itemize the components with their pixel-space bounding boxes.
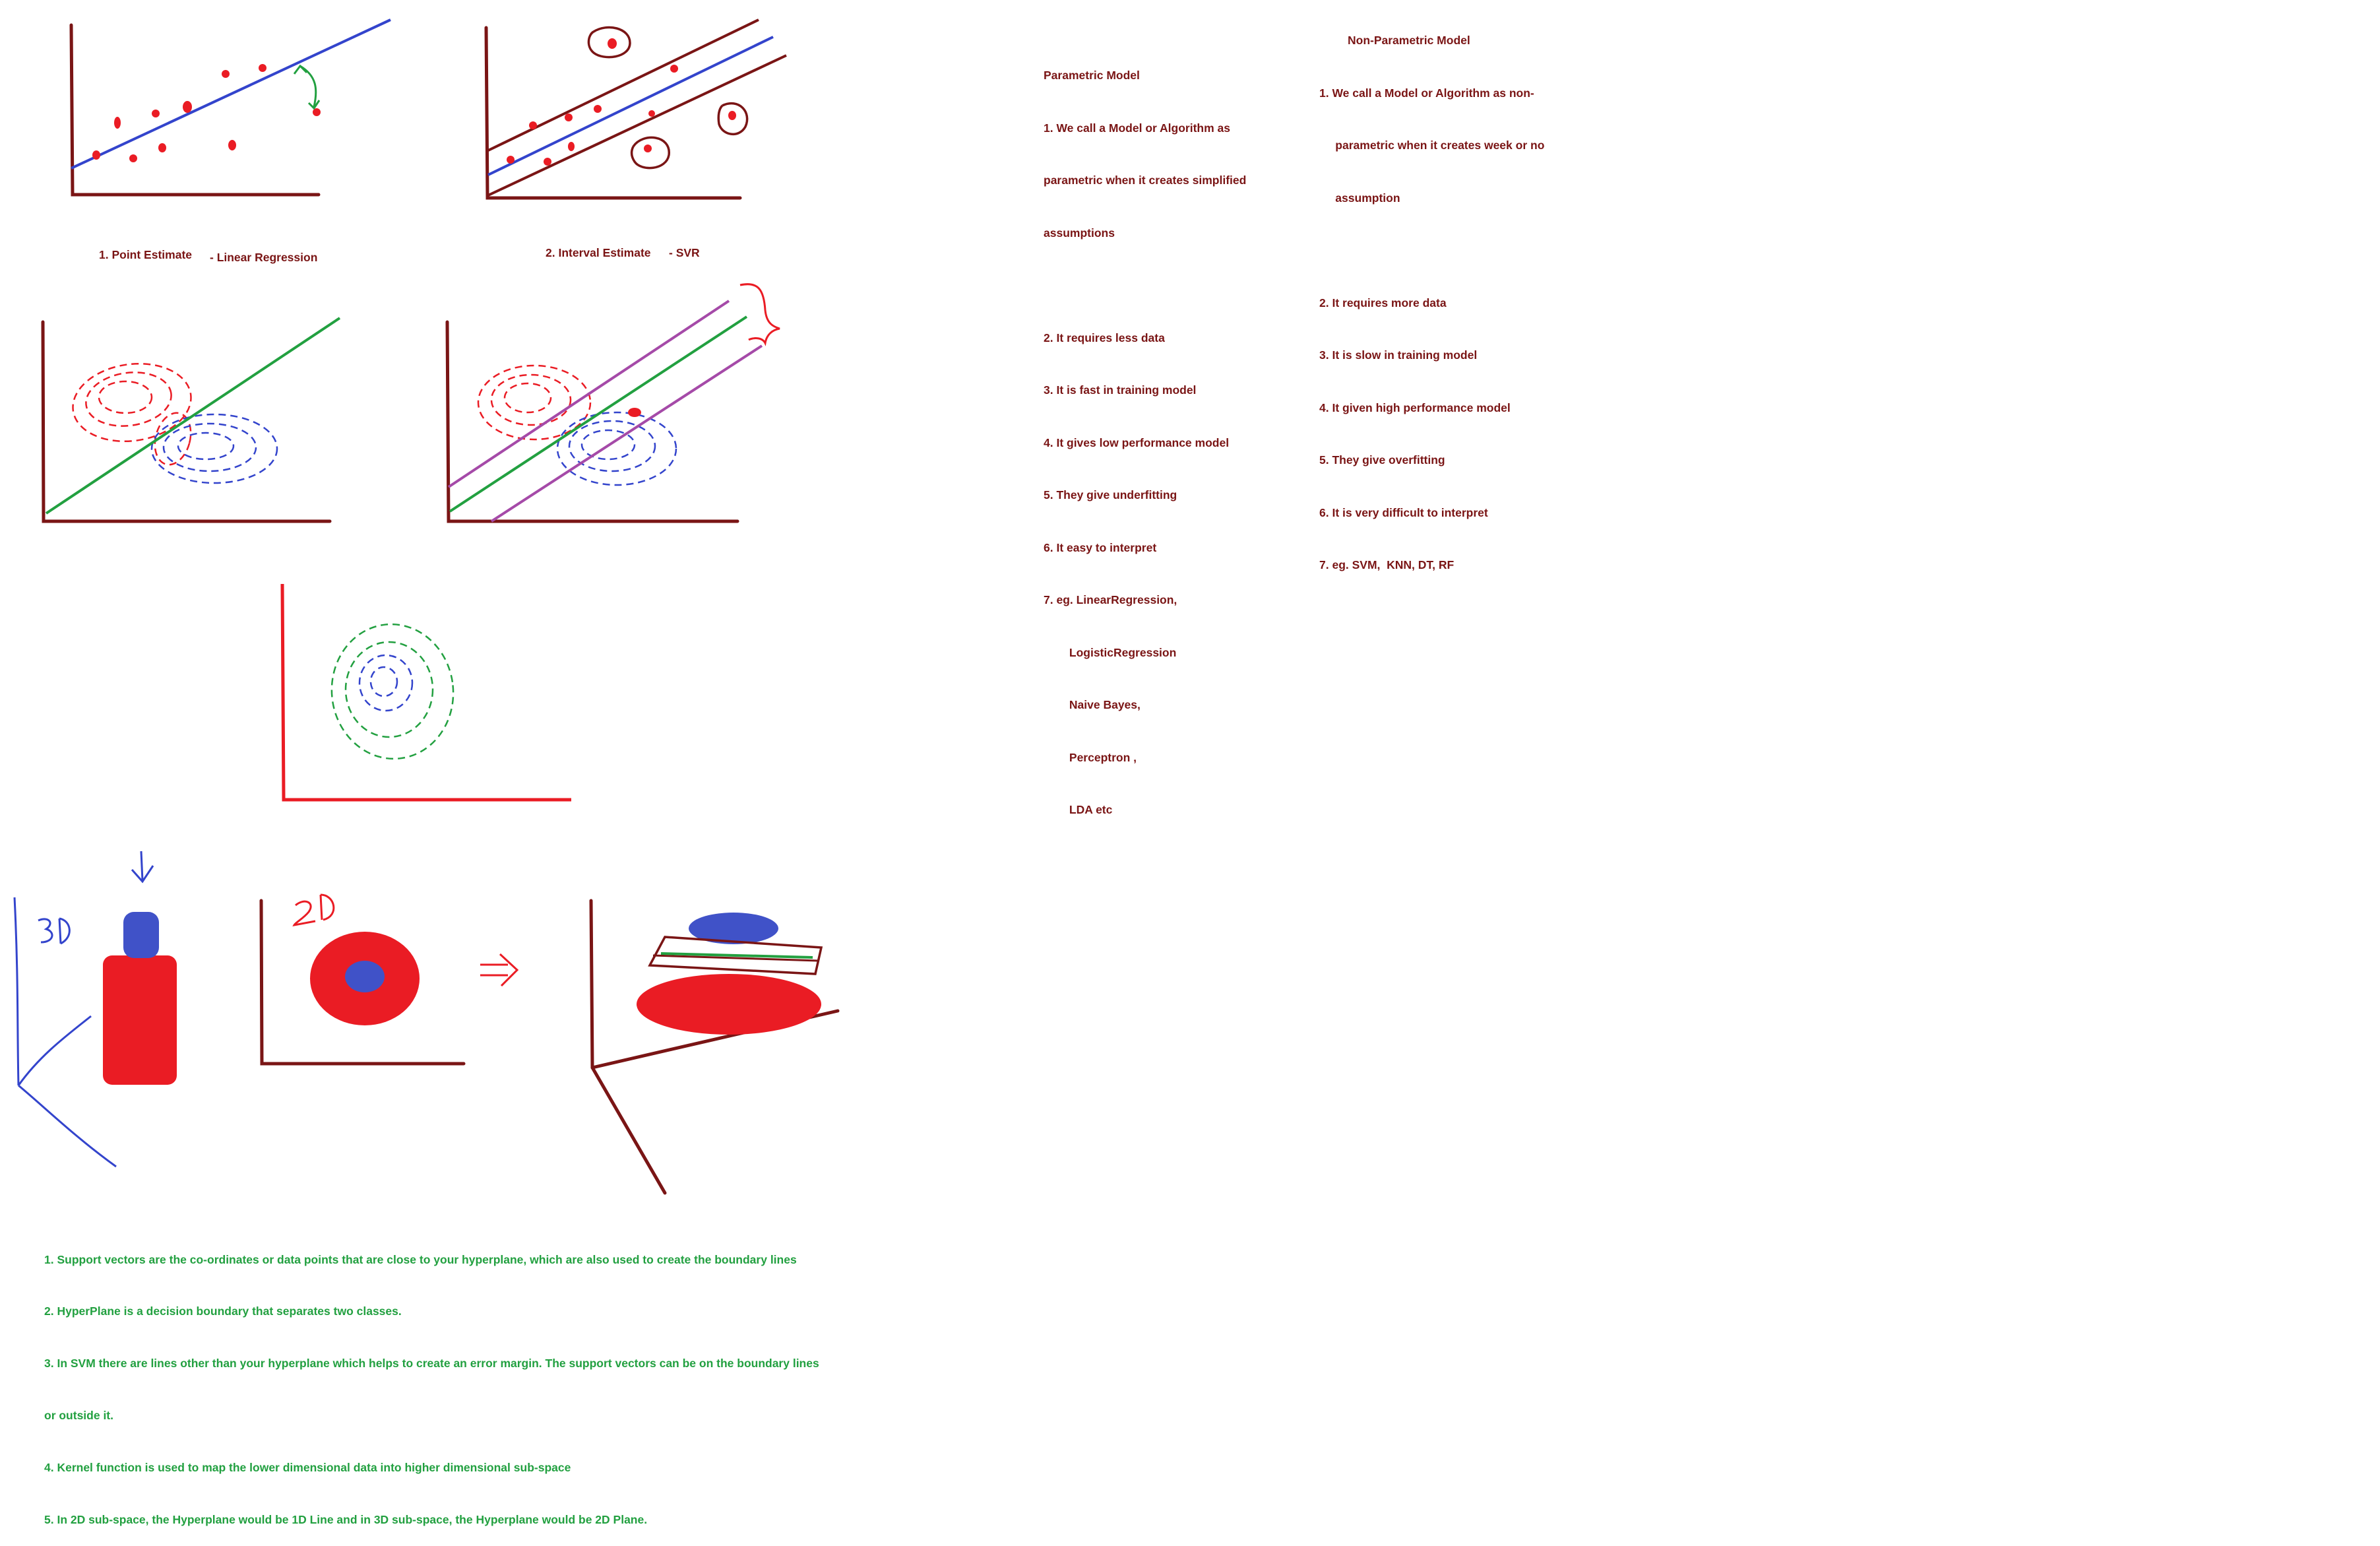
label-d-glyph <box>58 917 71 945</box>
svm-margin-plot <box>445 283 780 523</box>
parametric-item: 4. It gives low performance model <box>1044 435 1230 449</box>
upper-margin-line <box>447 300 730 488</box>
label-3-glyph <box>38 918 53 944</box>
non-parametric-item: 1. We call a Model or Algorithm as non- <box>1319 86 1534 100</box>
plane-hyperplane-line <box>660 952 813 959</box>
svm-hyperplane-line <box>449 315 748 513</box>
residual-arrow-heads <box>293 64 321 110</box>
regression-line <box>71 18 391 170</box>
plot3-blue-cluster <box>150 413 278 484</box>
down-arrow-icon <box>131 851 154 884</box>
parametric-model-notes: Parametric Model 1. We call a Model or A… <box>1044 32 1246 836</box>
plot5-blue-core <box>358 654 414 712</box>
parametric-item: 3. It is fast in training model <box>1044 383 1197 397</box>
point-estimate-plot <box>69 18 391 197</box>
non-parametric-item: parametric when it creates week or no <box>1319 139 1545 152</box>
plot2-data-points <box>507 38 736 166</box>
plot1-data-points <box>92 64 321 162</box>
non-parametric-item: 7. eg. SVM, KNN, DT, RF <box>1319 558 1455 571</box>
margin-brace <box>739 283 780 346</box>
parametric-item <box>1044 276 1246 294</box>
non-parametric-item: 3. It is slow in training model <box>1319 348 1478 362</box>
label-2-glyph <box>292 900 316 927</box>
axis-z <box>13 897 20 1086</box>
blue-top-ellipse <box>689 913 778 944</box>
red-cylinder <box>103 955 177 1085</box>
non-parametric-item: assumption <box>1319 191 1400 205</box>
svr-lower-bound <box>487 54 787 197</box>
linear-regression-caption: - Linear Regression <box>210 251 318 264</box>
separating-plane-3d <box>589 899 840 1195</box>
svm-note: 3. In SVM there are lines other than you… <box>44 1357 819 1370</box>
axis-y <box>18 1084 117 1168</box>
svr-caption: - SVR <box>669 246 700 259</box>
non-parametric-item: 5. They give overfitting <box>1319 453 1445 467</box>
svr-regression-line <box>487 36 774 176</box>
parametric-item: LogisticRegression <box>1044 645 1177 659</box>
cylinder-3d-view <box>13 851 177 1168</box>
non-parametric-item: 4. It given high performance model <box>1319 401 1511 414</box>
plot7-axis-y <box>590 1066 667 1195</box>
non-parametric-item <box>1319 242 1544 259</box>
non-parametric-model-notes: 1. We call a Model or Algorithm as non- … <box>1319 49 1544 592</box>
residual-arrow <box>299 65 317 108</box>
whiteboard-canvas: .ax { stroke: #7a1515; stroke-width: 5; … <box>13 18 840 1195</box>
axis-x <box>17 1015 92 1086</box>
top-view-2d <box>259 893 519 1066</box>
plot5-green-ring <box>330 623 454 760</box>
svm-note: 1. Support vectors are the co-ordinates … <box>44 1252 797 1266</box>
parametric-item: LDA etc <box>1044 803 1113 816</box>
blue-disc <box>345 961 385 992</box>
svm-notes: 1. Support vectors are the co-ordinates … <box>44 1216 819 1546</box>
plot4-red-cluster <box>477 364 592 441</box>
parametric-item: 7. eg. LinearRegression, <box>1044 593 1177 606</box>
parametric-item: Naive Bayes, <box>1044 698 1141 711</box>
concentric-clusters-plot <box>280 583 571 802</box>
parametric-item: 1. We call a Model or Algorithm as <box>1044 121 1230 135</box>
interval-estimate-caption: 2. Interval Estimate <box>546 246 651 259</box>
implies-arrow-icon <box>480 953 519 987</box>
plot5-axes <box>280 583 571 802</box>
lower-margin-line <box>490 344 763 523</box>
blue-cylinder-top <box>123 912 159 958</box>
non-parametric-title: Non-Parametric Model <box>1348 34 1470 47</box>
interval-estimate-plot <box>484 18 787 200</box>
non-parametric-item: 2. It requires more data <box>1319 296 1447 309</box>
point-estimate-caption: 1. Point Estimate <box>99 248 193 261</box>
plot3-red-cluster <box>72 362 192 466</box>
svm-note: or outside it. <box>44 1409 113 1423</box>
hyperplane-line <box>45 317 341 515</box>
plot4-support-point <box>628 408 641 417</box>
outlier-circles <box>587 26 749 170</box>
parametric-item: parametric when it creates simplified <box>1044 174 1247 187</box>
plane-edge <box>652 954 819 962</box>
parametric-item: 2. It requires less data <box>1044 331 1165 344</box>
parametric-item: 6. It easy to interpret <box>1044 540 1157 554</box>
non-parametric-item: 6. It is very difficult to interpret <box>1319 505 1488 519</box>
parametric-item: 5. They give underfitting <box>1044 488 1177 501</box>
plot4-axes <box>445 320 739 523</box>
label-d2-glyph <box>319 893 335 921</box>
parametric-item: Perceptron , <box>1044 750 1137 764</box>
classification-hyperplane-plot <box>41 317 341 523</box>
svm-note: 2. HyperPlane is a decision boundary tha… <box>44 1304 402 1318</box>
red-base-ellipse <box>637 974 821 1035</box>
plot1-axes <box>69 23 321 197</box>
parametric-item: assumptions <box>1044 226 1115 240</box>
svm-note: 4. Kernel function is used to map the lo… <box>44 1461 571 1475</box>
plot2-axes <box>484 26 742 200</box>
plot4-blue-cluster <box>556 411 677 486</box>
plot6-axes <box>259 899 466 1066</box>
plot3-axes <box>41 320 332 523</box>
svm-note: 5. In 2D sub-space, the Hyperplane would… <box>44 1513 648 1527</box>
parametric-title: Parametric Model <box>1044 69 1140 82</box>
plot7-axis-z <box>589 899 594 1070</box>
